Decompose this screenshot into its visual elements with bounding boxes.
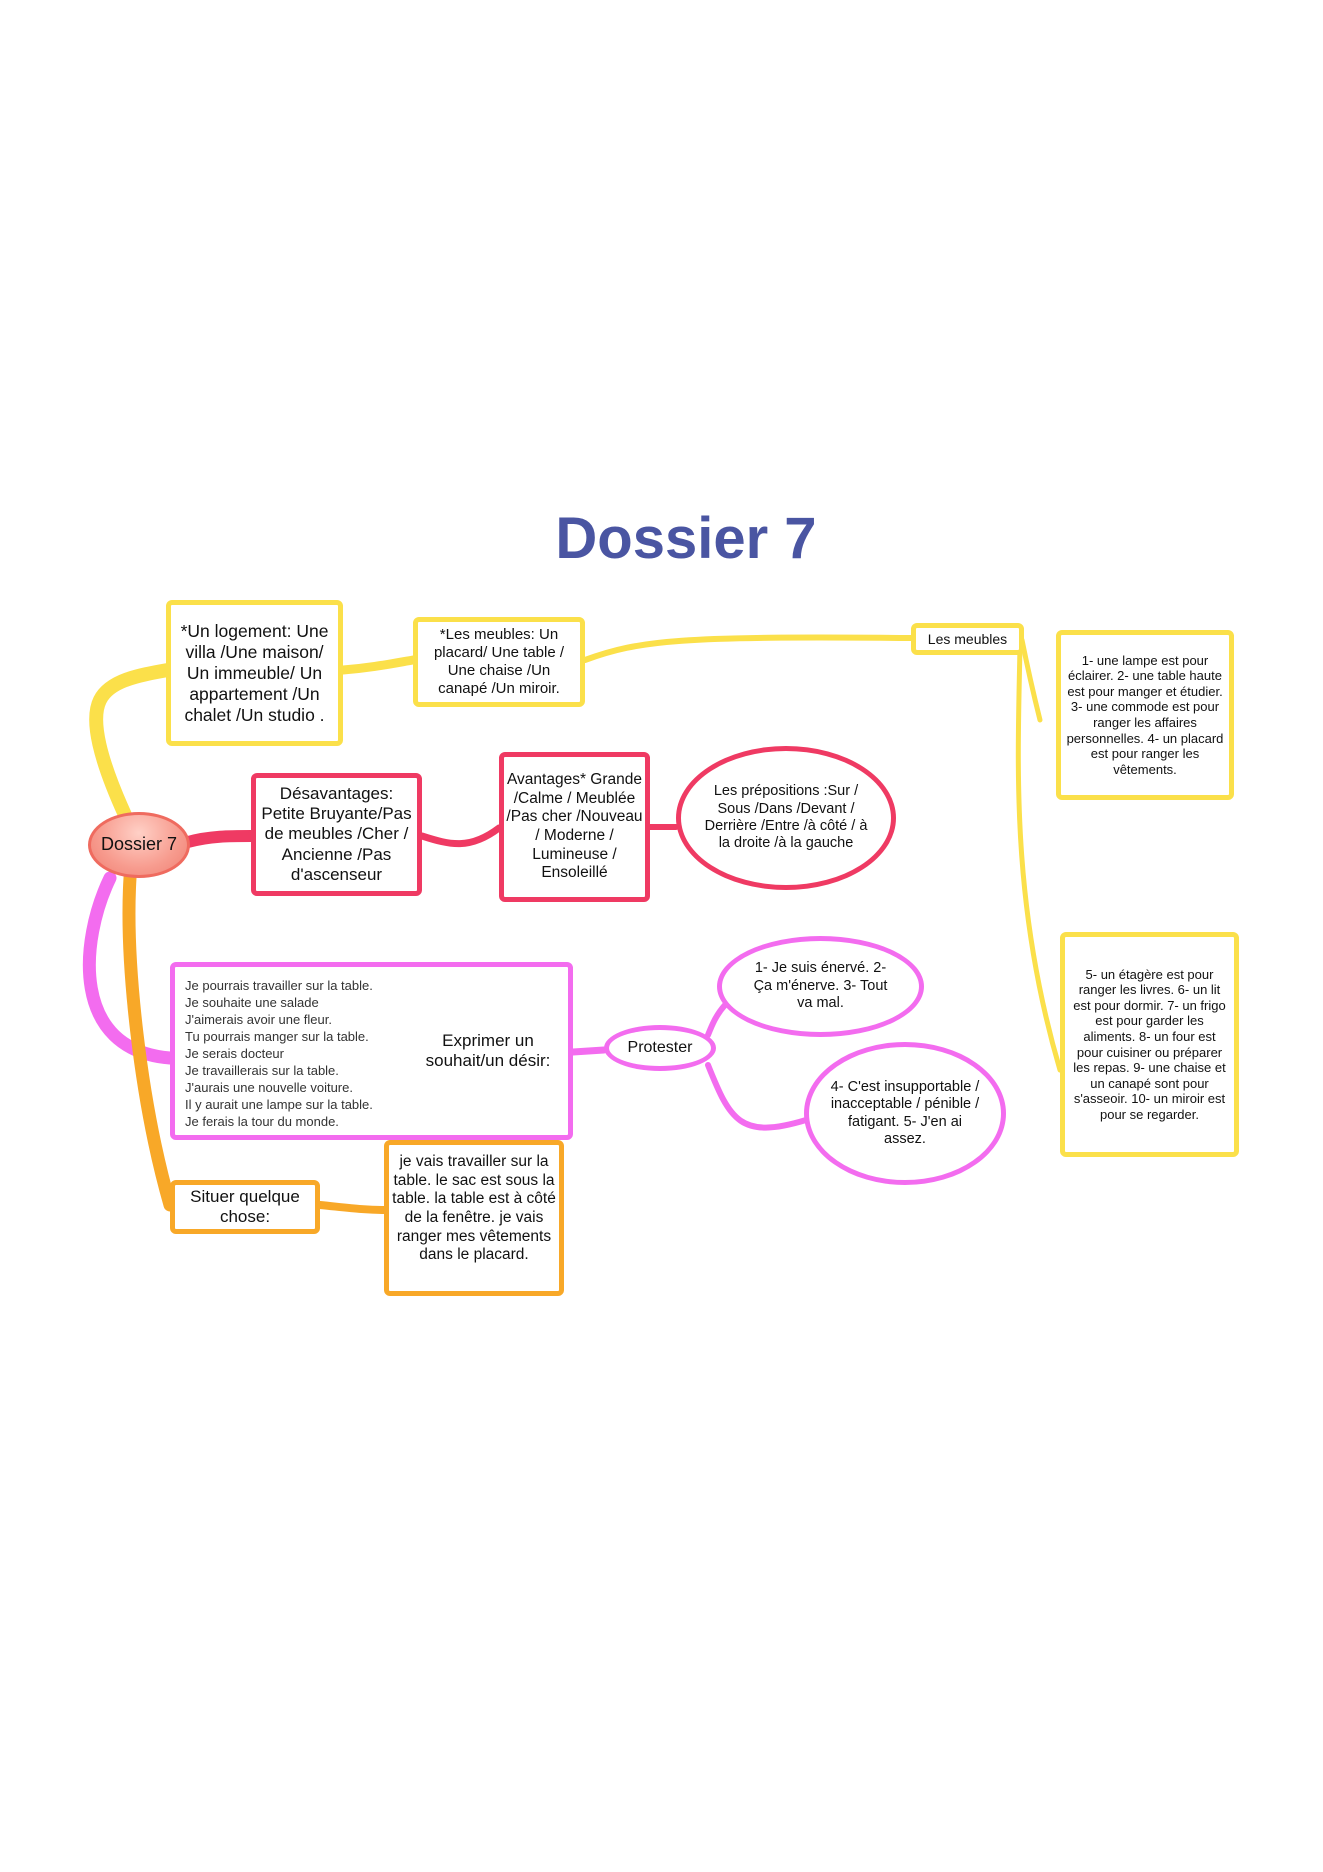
connector-root-desavantages [182, 830, 257, 848]
node-les-meubles-text: Les meubles [927, 630, 1008, 647]
node-situer[interactable]: Situer quelque chose: [170, 1180, 320, 1234]
example-line: Je serais docteur [185, 1046, 284, 1061]
node-meubles-list-text: *Les meubles: Un placard/ Une table / Un… [433, 626, 565, 697]
node-protester-text: Protester [627, 1039, 693, 1057]
connector-protester-1 [705, 1002, 728, 1038]
example-line: Je pourrais travailler sur la table. [185, 978, 373, 993]
connector-meubles-lesmeubles [582, 634, 914, 663]
node-meubles-1-4-text: 1- une lampe est pour éclairer. 2- une t… [1066, 652, 1224, 777]
example-line: Tu pourrais manger sur la table. [185, 1029, 369, 1044]
connector-exprimer-protester [569, 1046, 608, 1056]
connector-logement-meubles [338, 655, 418, 675]
node-exprimer-text: Exprimer un souhait/un désir: [425, 1030, 551, 1070]
root-node-text: Dossier 7 [100, 834, 178, 855]
node-protester-4-5[interactable]: 4- C'est insupportable / inacceptable / … [804, 1042, 1006, 1185]
example-line: Je souhaite une salade [185, 995, 319, 1010]
node-meubles-1-4[interactable]: 1- une lampe est pour éclairer. 2- une t… [1056, 630, 1234, 800]
node-protester-1-3-text: 1- Je suis énervé. 2- Ça m'énerve. 3- To… [753, 960, 888, 1012]
node-desavantages[interactable]: Désavantages: Petite Bruyante/Pas de meu… [251, 773, 422, 896]
node-situer-text[interactable]: je vais travailler sur la table. le sac … [384, 1140, 564, 1296]
node-les-meubles[interactable]: Les meubles [911, 623, 1024, 655]
connector-root-logement [89, 663, 175, 822]
example-line: J'aurais une nouvelle voiture. [185, 1080, 353, 1095]
node-logement[interactable]: *Un logement: Une villa /Une maison/ Un … [166, 600, 343, 746]
node-protester-1-3[interactable]: 1- Je suis énervé. 2- Ça m'énerve. 3- To… [717, 936, 924, 1037]
node-protester[interactable]: Protester [604, 1025, 716, 1071]
example-line: J'aimerais avoir une fleur. [185, 1012, 332, 1027]
connector-lesmeubles-box2 [1015, 642, 1063, 1073]
connector-desavantages-avantages [418, 824, 503, 848]
node-situer-label: Situer quelque chose: [190, 1186, 300, 1226]
page-title: Dossier 7 [555, 506, 817, 571]
root-node[interactable]: Dossier 7 [88, 812, 190, 878]
connector-lesmeubles-box1 [1019, 637, 1043, 723]
connector-situer-text [316, 1201, 388, 1214]
node-avantages[interactable]: Avantages* Grande /Calme / Meublée /Pas … [499, 752, 650, 902]
example-line: Il y aurait une lampe sur la table. [185, 1097, 373, 1112]
node-prepositions[interactable]: Les prépositions :Sur / Sous /Dans /Deva… [676, 746, 896, 890]
connector-root-situer [122, 871, 177, 1212]
connector-protester-2 [705, 1062, 809, 1131]
node-exprimer[interactable]: Je pourrais travailler sur la table. Je … [170, 962, 573, 1140]
node-prepositions-text: Les prépositions :Sur / Sous /Dans /Deva… [704, 783, 868, 852]
node-meubles-list[interactable]: *Les meubles: Un placard/ Une table / Un… [413, 617, 585, 707]
node-protester-4-5-text: 4- C'est insupportable / inacceptable / … [830, 1078, 980, 1147]
example-line: Je travaillerais sur la table. [185, 1063, 339, 1078]
node-logement-text: *Un logement: Une villa /Une maison/ Un … [180, 620, 329, 725]
node-meubles-5-10[interactable]: 5- un étagère est pour ranger les livres… [1060, 932, 1239, 1157]
example-line: Je ferais la tour du monde. [185, 1114, 339, 1129]
node-avantages-text: Avantages* Grande /Calme / Meublée /Pas … [506, 771, 643, 882]
node-situer-text-content: je vais travailler sur la table. le sac … [392, 1153, 556, 1264]
exprimer-examples-list: Je pourrais travailler sur la table. Je … [185, 977, 373, 1130]
node-meubles-5-10-text: 5- un étagère est pour ranger les livres… [1073, 966, 1226, 1122]
node-desavantages-text: Désavantages: Petite Bruyante/Pas de meu… [261, 783, 412, 885]
